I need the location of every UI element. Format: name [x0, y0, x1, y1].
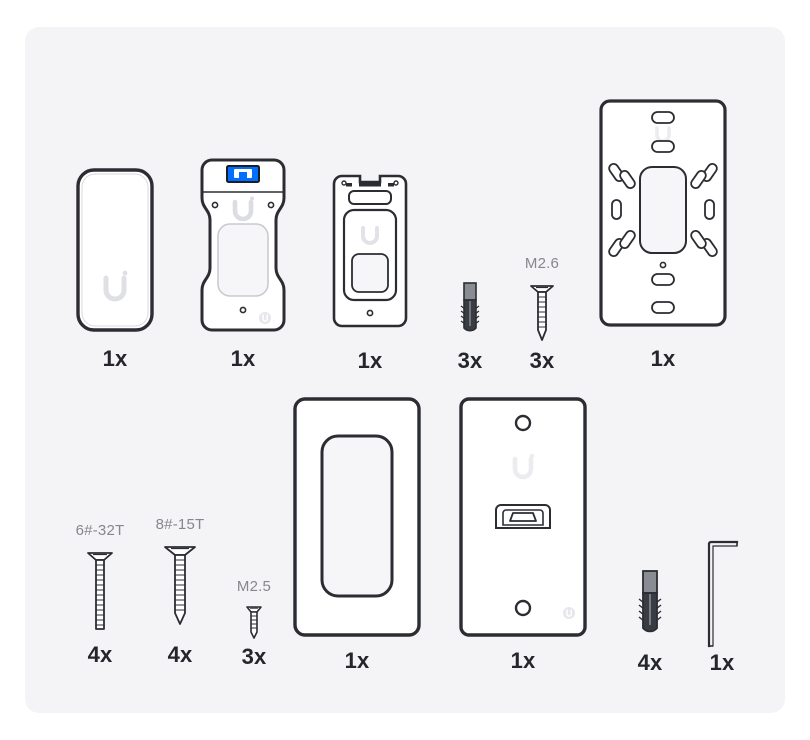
spec-label: 8#-15T: [155, 516, 205, 533]
spec-label: M2.5: [236, 578, 272, 595]
qty-label: 4x: [637, 650, 663, 675]
wall-anchor-illustration: [638, 570, 662, 633]
ethernet-port-icon: [226, 165, 260, 183]
item-wall-anchor-large: 4x: [628, 570, 672, 675]
qty-label: 1x: [102, 346, 128, 371]
mounting-bracket-illustration: [332, 174, 408, 328]
item-hex-key: 1x: [692, 528, 752, 676]
qty-label: 1x: [344, 648, 370, 673]
spec-label: 6#-32T: [75, 522, 125, 539]
ubiquiti-mark-icon: [259, 312, 271, 324]
screw-illustration: [530, 285, 554, 341]
wall-plate-bracket-illustration: [599, 99, 727, 327]
faceplate-illustration: [293, 397, 421, 637]
hex-key-illustration: [707, 540, 739, 648]
screw-illustration: [87, 552, 113, 630]
qty-label: 1x: [650, 346, 676, 371]
qty-label: 3x: [529, 348, 555, 373]
switch-module-illustration: [200, 158, 286, 332]
spec-label: M2.6: [524, 255, 560, 272]
qty-label: 1x: [709, 650, 735, 675]
qty-label: 4x: [87, 642, 113, 667]
wall-anchor-illustration: [460, 282, 480, 332]
screw-illustration: [164, 546, 196, 625]
screw-illustration: [246, 606, 262, 639]
item-mounting-bracket: 1x: [332, 172, 408, 382]
front-cover-illustration: [76, 168, 154, 332]
item-front-cover: 1x: [70, 160, 160, 380]
item-switch-module: 1x: [196, 148, 290, 383]
item-screw-m25: M2.5 3x: [222, 578, 286, 673]
qty-label: 1x: [357, 348, 383, 373]
ubiquiti-logo-icon: [512, 453, 535, 480]
qty-label: 3x: [241, 644, 267, 669]
cable-clip-icon: [495, 504, 551, 529]
ubiquiti-logo-icon: [361, 226, 379, 245]
item-faceplate: 1x: [292, 396, 422, 686]
qty-label: 3x: [457, 348, 483, 373]
item-screw-8-15t: 8#-15T 4x: [148, 516, 212, 672]
backplate-illustration: [459, 397, 587, 637]
item-backplate: 1x: [458, 396, 588, 686]
item-wall-anchor-small: 3x: [450, 282, 490, 382]
item-screw-6-32t: 6#-32T 4x: [68, 522, 132, 672]
item-wall-plate-bracket: 1x: [598, 98, 728, 383]
ubiquiti-logo-icon: [103, 270, 128, 302]
qty-label: 1x: [510, 648, 536, 673]
item-screw-m26: M2.6 3x: [518, 255, 566, 380]
qty-label: 4x: [167, 642, 193, 667]
qty-label: 1x: [230, 346, 256, 371]
ubiquiti-logo-icon: [232, 196, 254, 222]
ubiquiti-mark-icon: [563, 607, 575, 619]
